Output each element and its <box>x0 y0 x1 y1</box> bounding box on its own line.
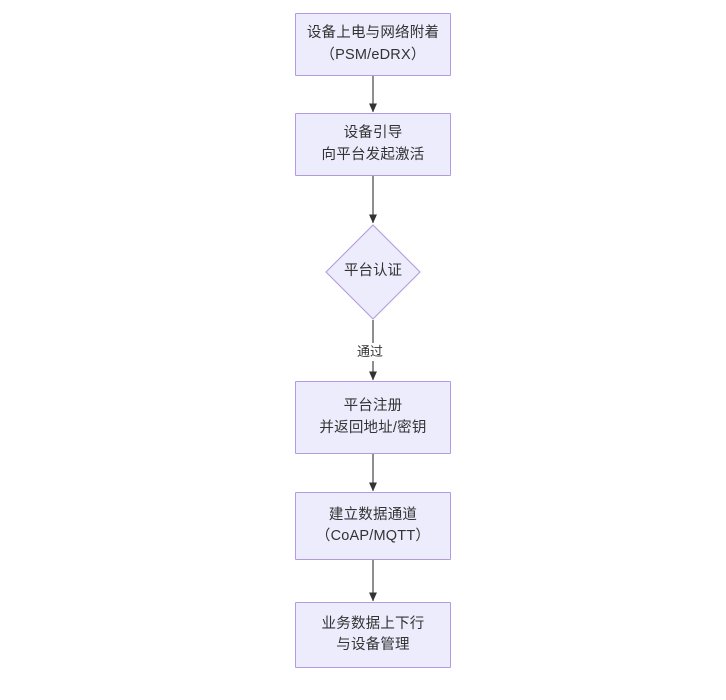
service-data-and-management-label: 业务数据上下行 与设备管理 <box>321 615 425 653</box>
platform-authentication-label: 平台认证 <box>344 263 402 280</box>
platform-registration-node[interactable]: 平台注册 并返回地址/密钥 <box>295 381 451 454</box>
device-bootstrap-node[interactable]: 设备引导 向平台发起激活 <box>295 113 451 176</box>
diamond-shape-icon <box>325 224 421 320</box>
data-channel-setup-node[interactable]: 建立数据通道 （CoAP/MQTT） <box>295 492 451 560</box>
device-bootstrap-label: 设备引导 向平台发起激活 <box>321 125 425 163</box>
edge-label-pass: 通过 <box>355 343 386 361</box>
platform-authentication-node[interactable]: 平台认证 <box>325 224 421 320</box>
device-power-on-node[interactable]: 设备上电与网络附着 （PSM/eDRX） <box>295 13 451 76</box>
platform-registration-label: 平台注册 并返回地址/密钥 <box>319 398 427 436</box>
device-power-on-label: 设备上电与网络附着 （PSM/eDRX） <box>306 25 440 63</box>
service-data-and-management-node[interactable]: 业务数据上下行 与设备管理 <box>295 602 451 668</box>
data-channel-setup-label: 建立数据通道 （CoAP/MQTT） <box>315 506 431 544</box>
